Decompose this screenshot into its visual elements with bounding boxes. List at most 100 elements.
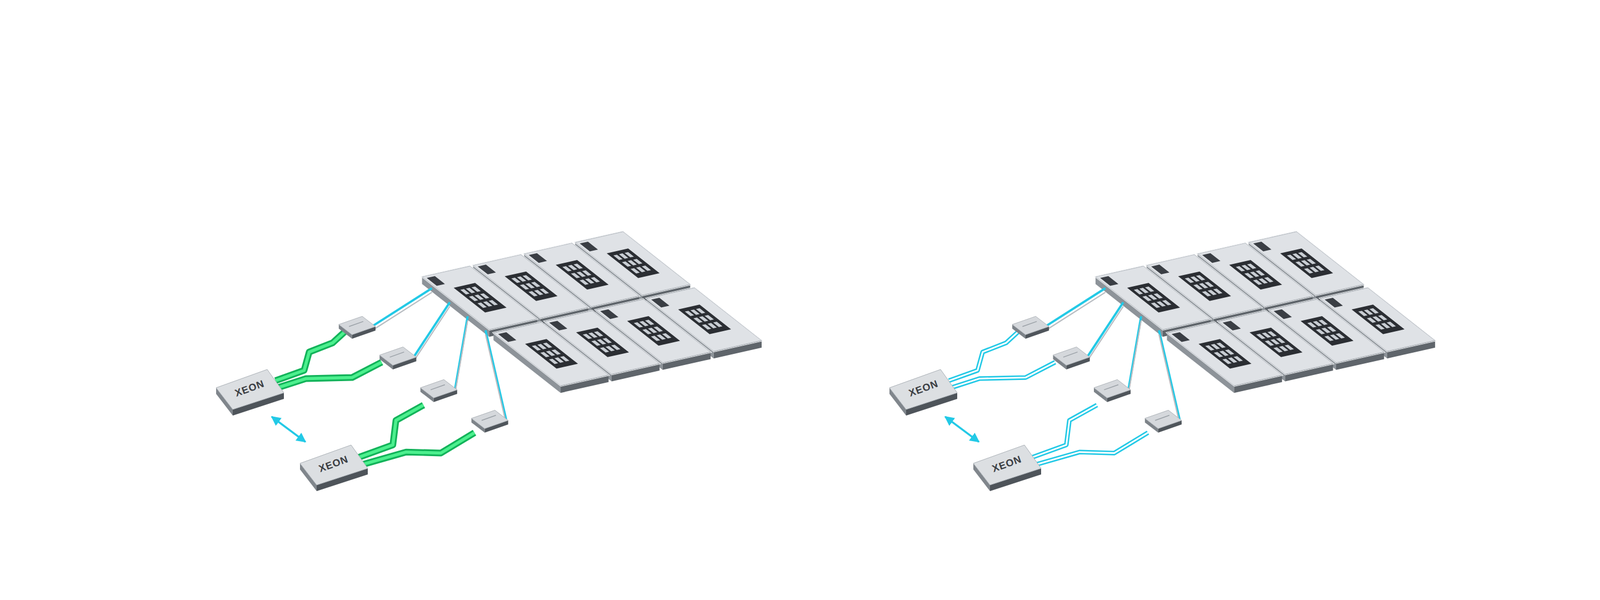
module-die — [480, 293, 490, 299]
link-wire-gap — [1036, 432, 1148, 465]
module-window — [678, 304, 732, 334]
switch-marking — [481, 415, 497, 421]
link-wire — [1046, 292, 1105, 330]
module-die — [611, 344, 621, 350]
module-die — [602, 337, 613, 344]
module-die — [1267, 331, 1277, 337]
link-wire — [1036, 432, 1148, 465]
chip-top — [216, 369, 284, 410]
chip-top — [889, 369, 958, 410]
module-port — [1222, 320, 1242, 330]
illustration-group — [275, 231, 1437, 465]
module-window — [555, 260, 609, 290]
module-die — [641, 265, 652, 272]
panel — [948, 231, 1437, 465]
switch-top — [1093, 379, 1131, 398]
module-top — [1166, 322, 1282, 386]
module-die — [1264, 277, 1274, 283]
module-die — [1145, 286, 1155, 293]
link-wire — [1128, 320, 1142, 394]
module-die — [1153, 293, 1163, 299]
module-port — [1253, 241, 1272, 252]
switch-marking — [390, 352, 405, 358]
link-wire — [1158, 334, 1180, 424]
module-die — [471, 286, 482, 293]
module-die — [1196, 275, 1206, 281]
module-die — [653, 326, 663, 333]
switch-top — [379, 346, 417, 365]
module-detail — [492, 321, 610, 387]
module-die — [624, 252, 634, 258]
xeon-processor: XEON — [215, 367, 285, 416]
module-die — [590, 277, 600, 283]
module-die — [645, 320, 655, 326]
module-die — [582, 270, 592, 277]
link-wire — [414, 302, 450, 357]
switch-marking — [430, 384, 445, 390]
link-wire — [1046, 288, 1105, 326]
module-die — [593, 331, 604, 337]
module-window — [627, 316, 680, 346]
switch-marking — [348, 321, 364, 327]
data-path-highlight — [277, 362, 382, 388]
module-die — [1162, 300, 1172, 306]
module-rim — [492, 321, 610, 387]
module-top — [493, 322, 609, 386]
module-die — [1225, 349, 1235, 355]
module-window — [606, 248, 660, 278]
switch-top — [1145, 410, 1182, 429]
pcie-switch — [1093, 379, 1131, 402]
module-die — [662, 333, 672, 339]
interconnect-arrow — [945, 416, 979, 442]
module-die — [633, 258, 643, 265]
link-wire — [1087, 302, 1124, 357]
module-window — [576, 327, 629, 358]
module-port — [528, 253, 548, 263]
accelerator-module — [1165, 321, 1284, 393]
module-die — [1318, 320, 1328, 326]
switch-marking — [1155, 415, 1170, 421]
switch-marking — [1022, 321, 1037, 327]
module-die — [1335, 333, 1345, 339]
module-die — [531, 281, 541, 288]
data-path-highlight — [363, 432, 475, 465]
switch-top — [338, 316, 376, 335]
module-die — [488, 300, 499, 306]
module-window — [1178, 271, 1232, 302]
module-window — [1351, 304, 1405, 334]
module-die — [704, 315, 714, 321]
link-wire — [1032, 405, 1098, 458]
module-window — [1198, 338, 1252, 369]
module-window — [525, 338, 578, 369]
link-wire-gap — [951, 362, 1055, 388]
module-port — [580, 241, 599, 252]
module-die — [1247, 263, 1257, 269]
xeon-processor: XEON — [299, 443, 369, 492]
module-die — [1216, 342, 1227, 349]
link-wire — [455, 316, 468, 389]
link-wire — [485, 334, 507, 424]
module-die — [1327, 326, 1337, 333]
module-window — [1280, 248, 1333, 278]
module-port — [651, 297, 670, 308]
module-window — [1300, 316, 1354, 346]
module-port — [1151, 264, 1170, 274]
module-die — [522, 275, 533, 281]
xeon-processor: XEON — [972, 443, 1042, 492]
link-wire — [414, 306, 450, 360]
module-die — [560, 356, 570, 362]
pcie-switch — [1012, 316, 1049, 339]
xeon-processor: XEON — [888, 367, 958, 416]
module-die — [542, 342, 553, 349]
module-detail — [1165, 321, 1284, 387]
module-port — [1100, 276, 1119, 286]
module-window — [504, 271, 558, 302]
data-path-highlight — [275, 331, 345, 381]
link-wire — [485, 330, 507, 420]
link-wire — [373, 288, 432, 326]
link-wire — [1087, 306, 1124, 360]
module-die — [1255, 270, 1265, 277]
module-port — [1324, 297, 1343, 308]
